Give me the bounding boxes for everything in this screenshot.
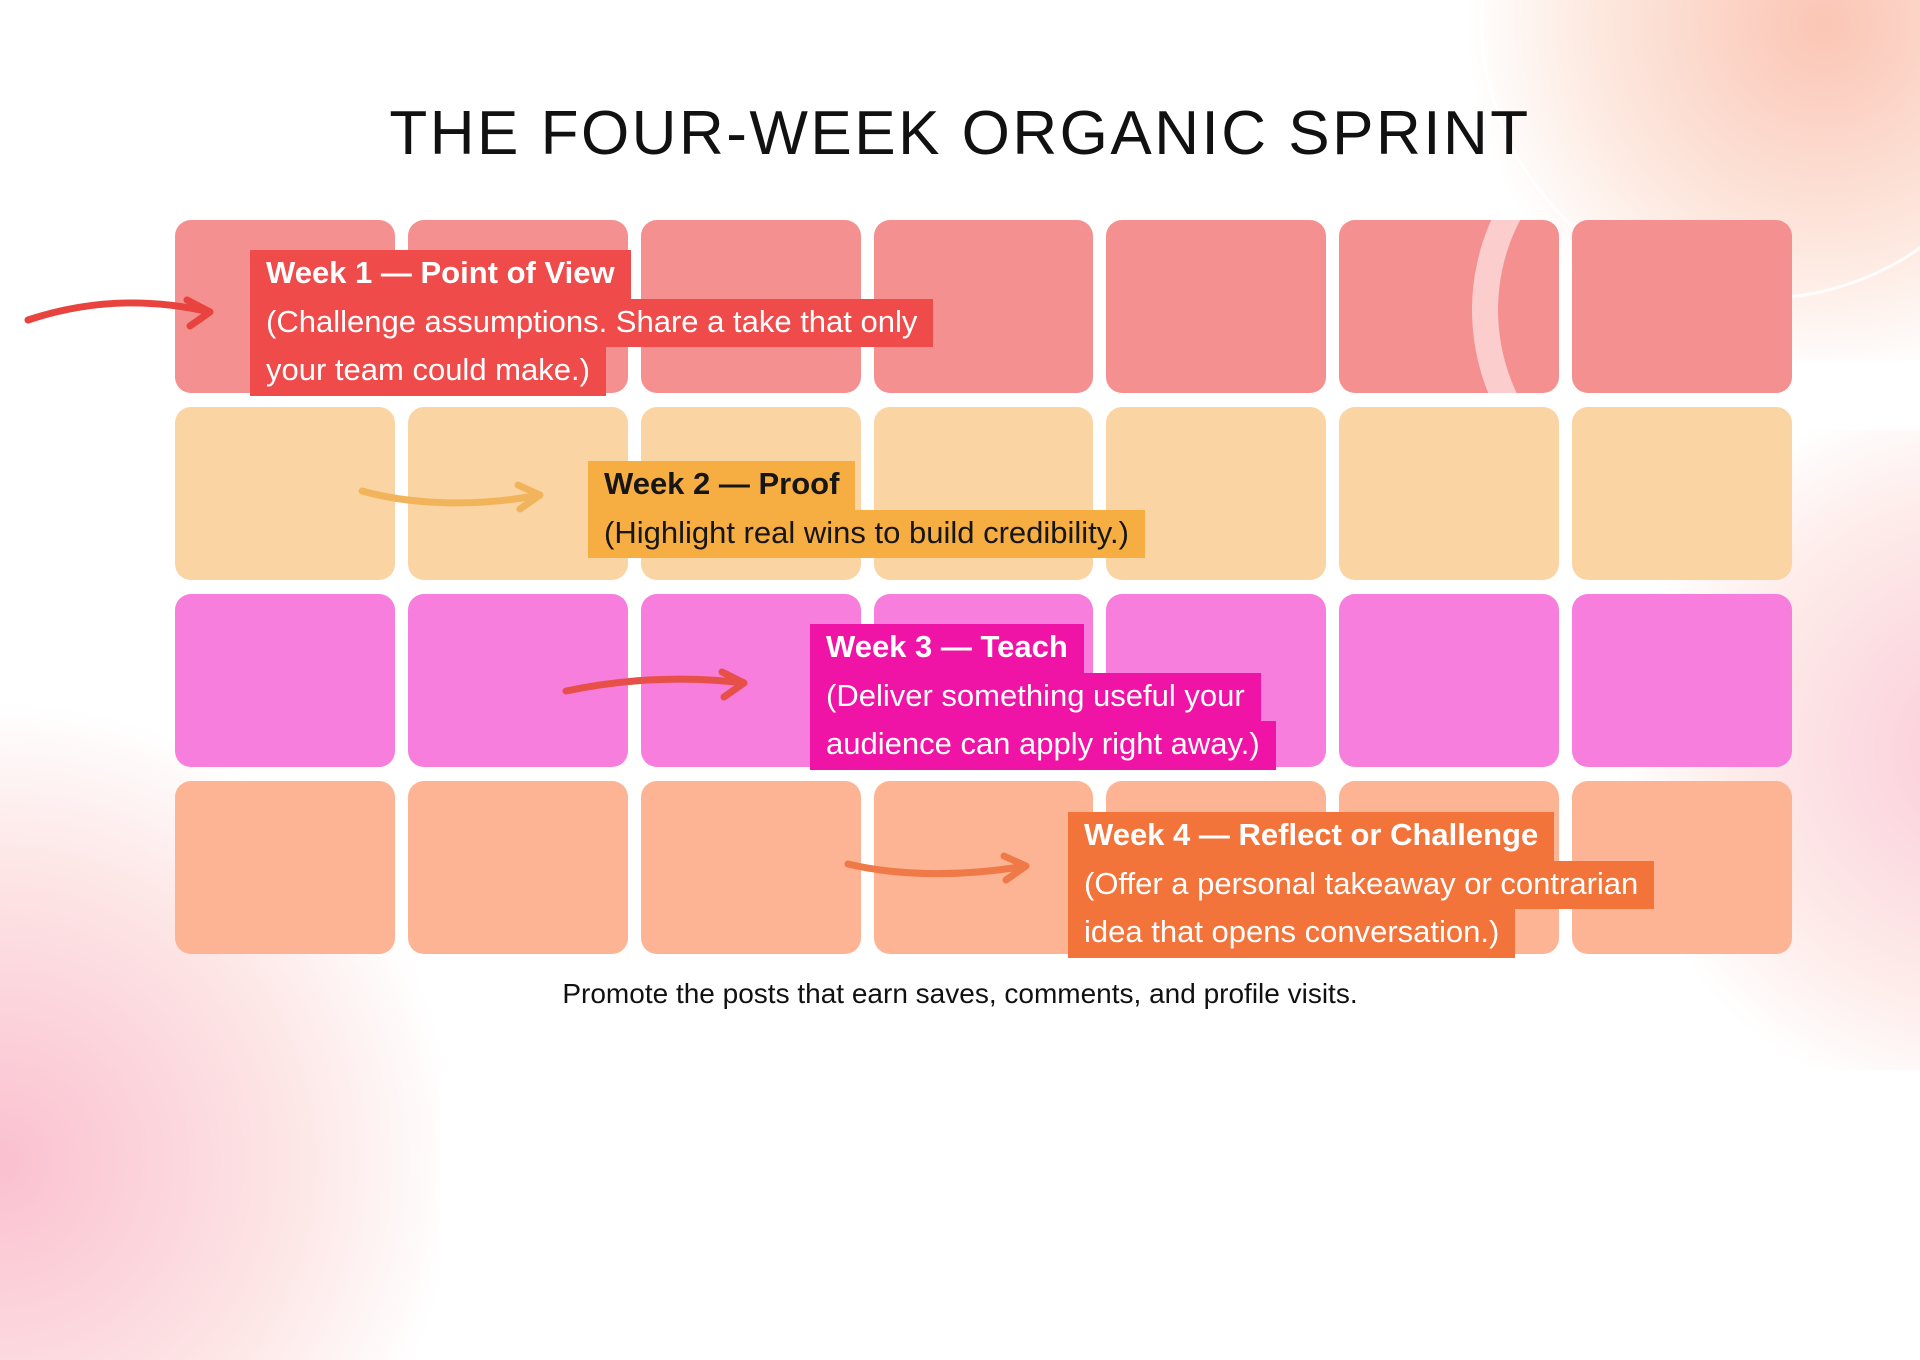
calendar-tile xyxy=(873,781,1094,954)
calendar-tile xyxy=(1106,220,1327,393)
week-2-label-title: Week 2 — Proof xyxy=(588,461,856,510)
calendar-tile xyxy=(175,594,395,767)
week-4-arrow-icon xyxy=(844,852,1030,884)
week-3-label-title: Week 3 — Teach xyxy=(810,624,1084,673)
week-4-label-body: (Offer a personal takeaway or contrarian xyxy=(1068,860,1655,910)
calendar-tile xyxy=(1572,594,1792,767)
week-3-label-body: audience can apply right away.) xyxy=(810,721,1276,770)
calendar-tile xyxy=(1339,594,1560,767)
week-4-arrow-path xyxy=(844,852,1030,884)
week-3-label-body: (Deliver something useful your xyxy=(810,672,1261,722)
calendar-tile xyxy=(175,407,395,580)
week-3-arrow-icon xyxy=(562,668,748,701)
week-3-label: Week 3 — Teach (Deliver something useful… xyxy=(810,624,1276,770)
calendar-tile xyxy=(640,781,861,954)
week-1-label-title: Week 1 — Point of View xyxy=(250,250,631,299)
calendar-tile xyxy=(407,781,628,954)
week-2-arrow-path xyxy=(358,481,544,513)
calendar-tile xyxy=(1572,407,1792,580)
calendar-tile xyxy=(407,594,628,767)
calendar-tile xyxy=(175,781,395,954)
week-4-label: Week 4 — Reflect or Challenge (Offer a p… xyxy=(1068,812,1655,958)
caption: Promote the posts that earn saves, comme… xyxy=(562,978,1358,1009)
week-3-arrow-path xyxy=(562,668,748,701)
week-1-label-body: (Challenge assumptions. Share a take tha… xyxy=(250,298,934,348)
week-4-label-title: Week 4 — Reflect or Challenge xyxy=(1068,812,1555,861)
week-1-label-body: your team could make.) xyxy=(250,347,606,396)
week-2-label: Week 2 — Proof (Highlight real wins to b… xyxy=(588,461,1145,559)
calendar-tile xyxy=(1572,220,1792,393)
week-2-arrow-icon xyxy=(358,481,544,513)
calendar-tile xyxy=(1339,220,1560,393)
page-title: THE FOUR-WEEK ORGANIC SPRINT xyxy=(389,99,1531,168)
week-2-label-body: (Highlight real wins to build credibilit… xyxy=(588,509,1145,559)
week-1-label: Week 1 — Point of View (Challenge assump… xyxy=(250,250,934,396)
week-2-tile-row xyxy=(175,407,1792,580)
week-1-arrow-path xyxy=(24,296,214,330)
week-1-arrow-icon xyxy=(24,296,214,330)
calendar-tile xyxy=(1339,407,1560,580)
week-4-label-body: idea that opens conversation.) xyxy=(1068,909,1516,958)
